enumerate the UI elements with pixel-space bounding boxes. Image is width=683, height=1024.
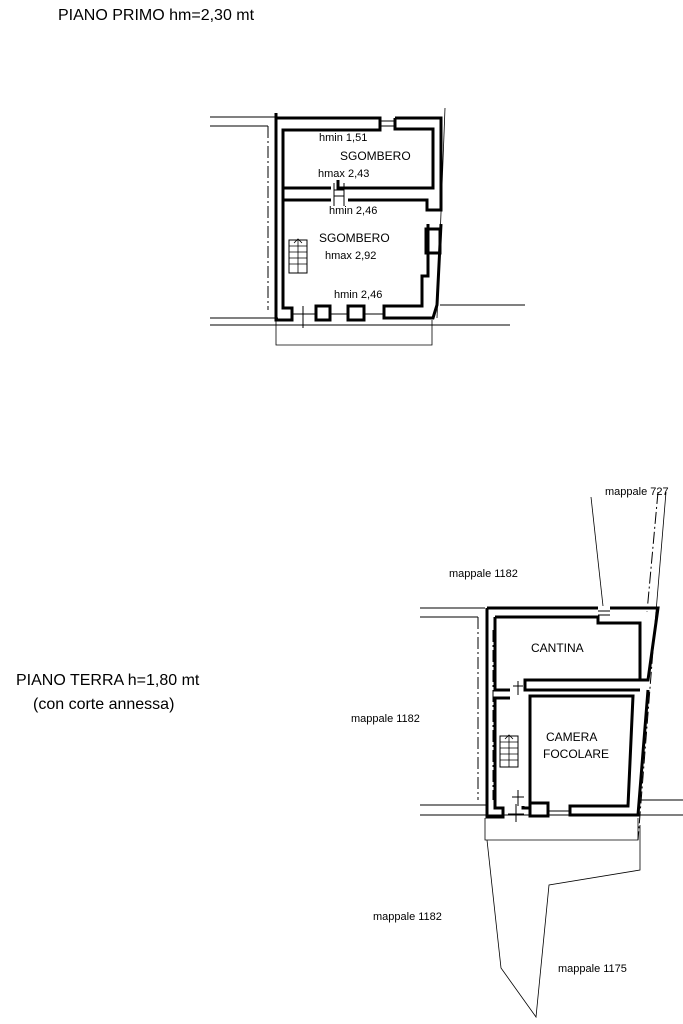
- room-label-camera: CAMERA: [546, 730, 597, 744]
- parcel-boundary-line: [646, 491, 659, 613]
- footprint-outline: [484, 818, 639, 841]
- hmin-label: hmin 2,46: [329, 205, 377, 217]
- room-label-sgombero-main: SGOMBERO: [319, 231, 390, 245]
- first-floor-wall: [281, 186, 331, 202]
- first-floor-wall: [274, 113, 382, 322]
- hmin-label: hmin 1,51: [319, 132, 367, 144]
- parcel-label-1182-bottom: mappale 1182: [373, 911, 442, 923]
- room-label-cantina: CANTINA: [531, 641, 584, 655]
- hmin-label: hmin 2,46: [334, 289, 382, 301]
- hmax-label: hmax 2,92: [325, 250, 376, 262]
- ground-floor-wall: [521, 689, 650, 817]
- ground-floor-wall: [493, 617, 510, 692]
- parcel-label-1175: mappale 1175: [558, 963, 627, 975]
- room-label-focolare: FOCOLARE: [543, 747, 609, 761]
- parcel-boundary-line: [590, 496, 604, 607]
- ground-floor-wall: [610, 606, 660, 682]
- parcel-label-1182-left: mappale 1182: [351, 713, 420, 725]
- first-floor-title: PIANO PRIMO hm=2,30 mt: [58, 7, 255, 24]
- parcel-label-1182-top: mappale 1182: [449, 568, 518, 580]
- window-pier: [528, 801, 550, 818]
- hmax-label: hmax 2,43: [318, 168, 369, 180]
- ground-floor-subtitle: (con corte annessa): [33, 696, 174, 713]
- room-label-sgombero-upper: SGOMBERO: [340, 149, 411, 163]
- staircase-icon: [288, 238, 308, 274]
- window-pier: [346, 304, 366, 322]
- ground-floor-wall: [523, 683, 640, 692]
- footprint-outline: [275, 318, 433, 346]
- parcel-label-727: mappale 727: [605, 486, 669, 498]
- courtyard-outline: [486, 825, 641, 1019]
- parcel-boundary-line: [655, 491, 667, 613]
- ground-floor-wall: [495, 615, 642, 683]
- ground-floor-wall: [485, 608, 510, 819]
- window-pier: [314, 304, 332, 322]
- first-floor-plan: hmin 1,51 SGOMBERO hmax 2,43 hmin 2,46 S…: [210, 107, 525, 346]
- first-floor-wall: [336, 118, 435, 190]
- staircase-icon: [499, 734, 519, 768]
- first-floor-wall: [382, 223, 443, 320]
- ground-floor-title: PIANO TERRA h=1,80 mt: [16, 672, 200, 689]
- ground-floor-plan: CANTINA CAMERA FOCOLARE: [420, 491, 683, 1019]
- parcel-boundary-line: [637, 611, 657, 841]
- first-floor-wall: [348, 198, 441, 212]
- first-floor-chimney: [424, 227, 442, 255]
